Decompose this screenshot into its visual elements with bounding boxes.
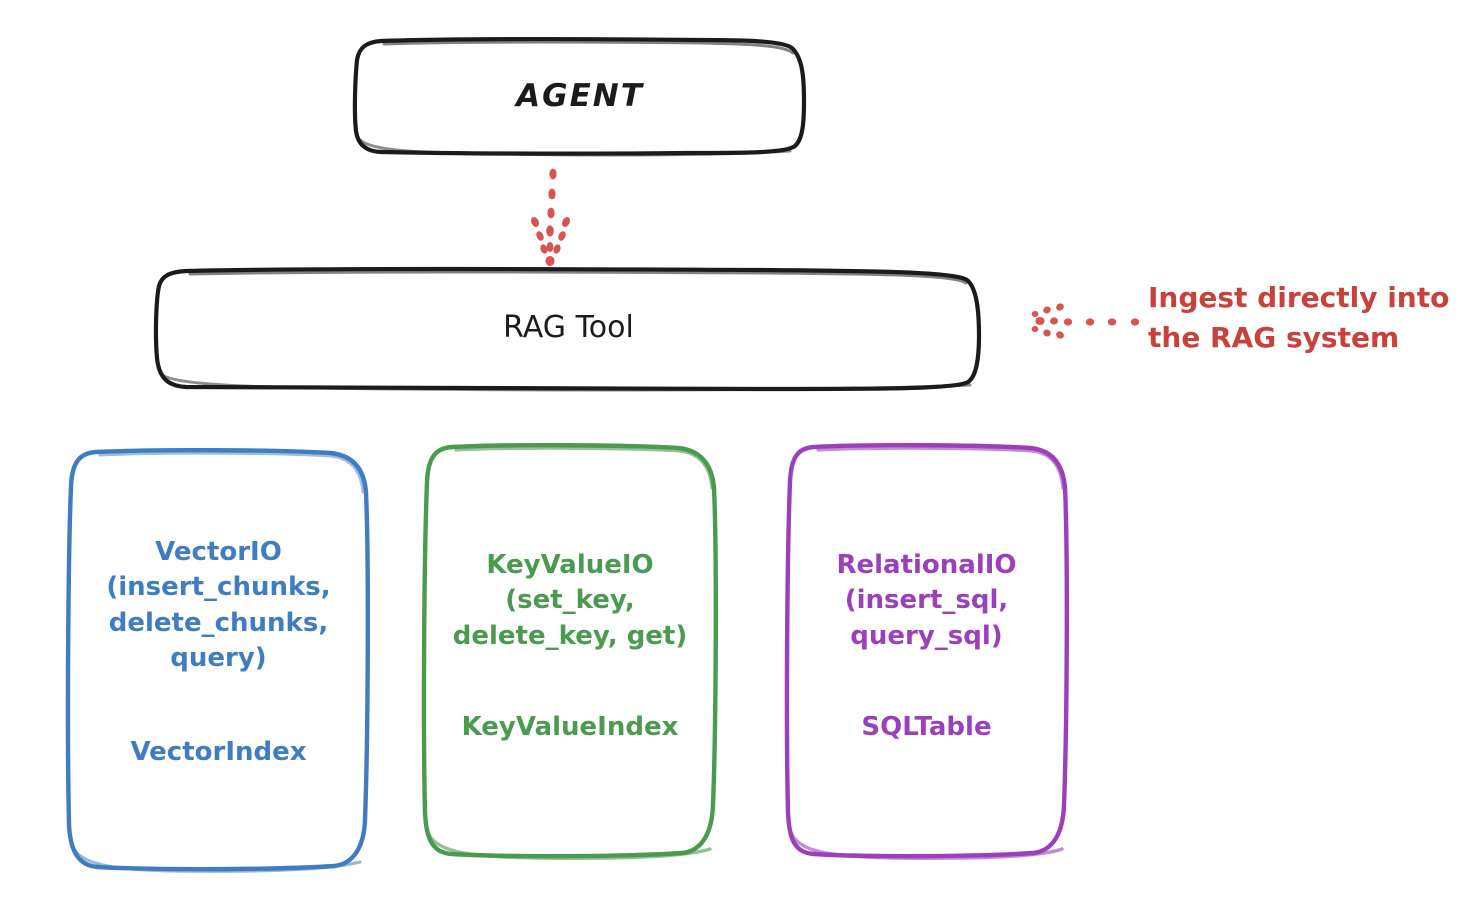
agent-box-outline-sketch (382, 40, 795, 55)
relational-io-box-outline-sketch2 (789, 830, 1064, 860)
agent-label: AGENT (516, 78, 644, 114)
agent-box-outline-sketch2 (358, 138, 792, 157)
node-key-value-io[interactable] (421, 442, 719, 860)
relational-io-api-label: RelationalIO (insert_sql, query_sql) (836, 550, 1017, 651)
key-value-io-box-outline-sketch2 (426, 830, 712, 860)
node-rag-tool[interactable] (153, 266, 982, 392)
connector-ingest-arrow (1031, 303, 1140, 339)
node-relational-io[interactable] (784, 442, 1070, 860)
key-value-io-box-outline-sketch (454, 446, 714, 490)
rag-tool-box-outline-sketch (188, 270, 968, 285)
vector-io-index-label: VectorIndex (130, 737, 307, 767)
rag-tool-box-outline-sketch2 (159, 372, 972, 392)
relational-io-index-label: SQLTable (861, 712, 992, 742)
key-value-io-api-label: KeyValueIO (set_key, delete_key, get) (452, 550, 688, 651)
node-agent[interactable] (352, 36, 807, 157)
vector-io-api-label: VectorIO (insert_chunks, delete_chunks, … (106, 537, 331, 674)
vector-io-box-outline-sketch (98, 451, 365, 494)
rag-tool-label: RAG Tool (503, 310, 634, 345)
vector-io-box-outline-sketch2 (70, 843, 362, 873)
connector-agent-to-rag-tool (530, 168, 571, 266)
ingest-annotation-text: Ingest directly into the RAG system (1148, 281, 1450, 354)
node-vector-io[interactable] (65, 447, 371, 873)
key-value-io-index-label: KeyValueIndex (461, 712, 679, 742)
relational-io-box-outline-sketch (816, 446, 1065, 490)
